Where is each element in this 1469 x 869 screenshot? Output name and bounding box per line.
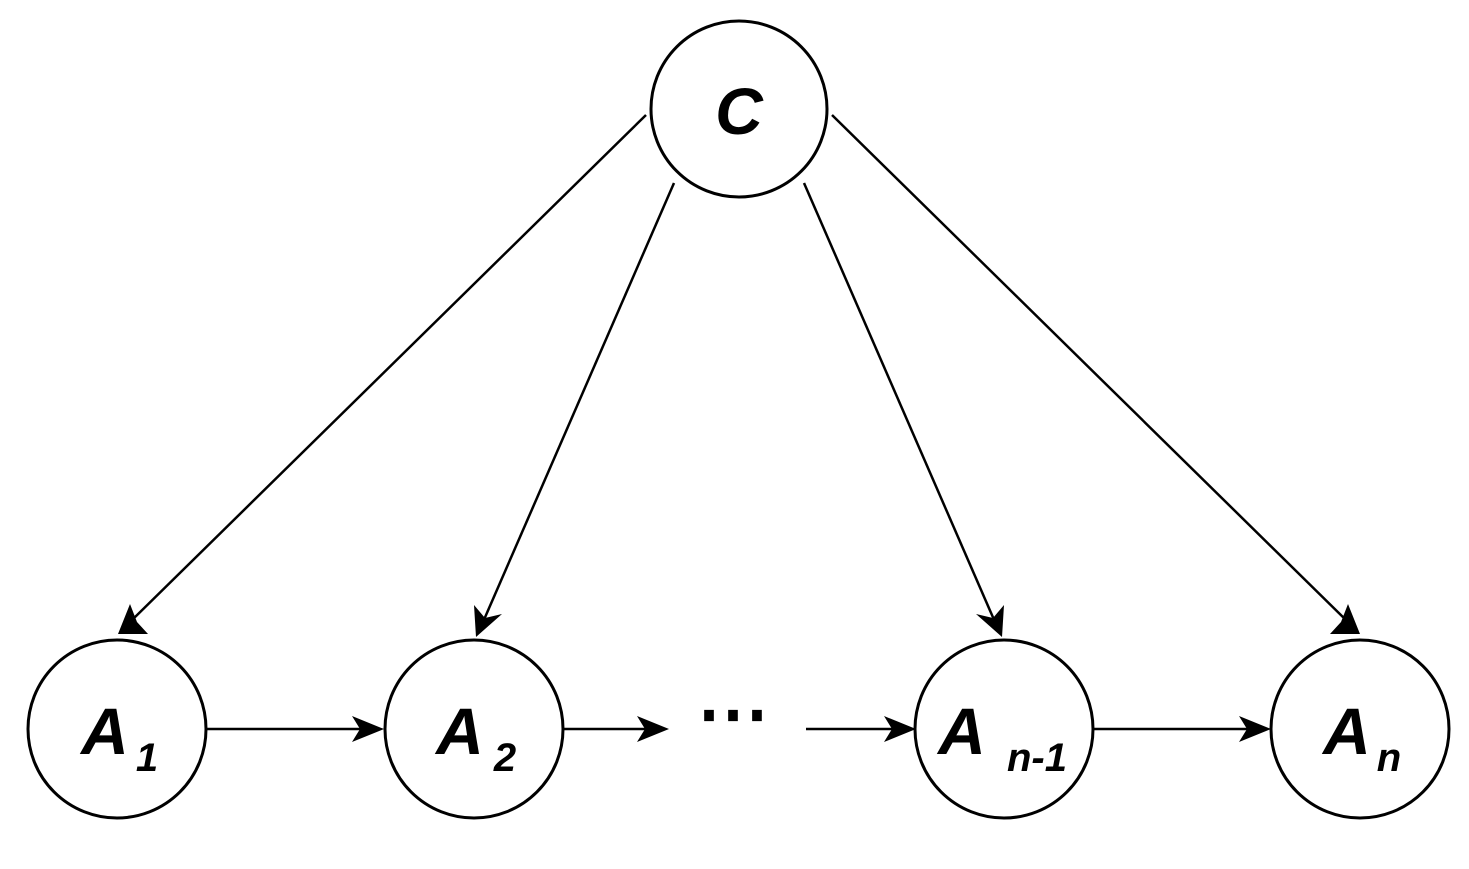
node-a2-subscript: 2 [493, 736, 516, 780]
arrowhead-c-a1 [118, 604, 148, 634]
node-a2: A 2 [383, 638, 565, 820]
arrowhead-c-a2 [474, 605, 502, 637]
edge-a2-to-ellipsis [563, 716, 669, 742]
arrowhead-c-an [1330, 604, 1360, 634]
node-an: A n [1269, 638, 1451, 820]
edge-c-to-an [831, 114, 1360, 634]
node-an1: A n-1 [913, 638, 1095, 820]
arrowhead-a1-a2 [352, 716, 384, 742]
node-a1-label: A [79, 694, 129, 768]
node-an-label: A [1321, 694, 1371, 768]
node-a1-subscript: 1 [136, 736, 158, 780]
node-a1: A 1 [26, 638, 208, 820]
node-c-label: C [715, 74, 764, 148]
edge-c-to-an1 [802, 182, 1004, 637]
arrowhead-c-an1 [976, 605, 1004, 637]
edge-c-to-a1 [118, 114, 647, 634]
node-a2-label: A [434, 694, 484, 768]
edge-a1-to-a2 [206, 716, 384, 742]
ellipsis: ⋯ [697, 674, 769, 754]
edge-ellipsis-to-an1 [806, 716, 916, 742]
svg-text:A: A [1321, 694, 1371, 768]
arrowhead-an1-an [1239, 716, 1271, 742]
svg-text:A: A [434, 694, 484, 768]
node-c: C [649, 19, 829, 199]
arrowhead-ellipsis-an1 [884, 716, 916, 742]
node-an1-label: A [936, 694, 986, 768]
node-an1-subscript: n-1 [1007, 736, 1067, 780]
edge-c-to-a2 [474, 182, 676, 637]
svg-text:A: A [936, 694, 986, 768]
node-an-subscript: n [1377, 736, 1401, 780]
arrowhead-a2-ellipsis [637, 716, 669, 742]
svg-text:A: A [79, 694, 129, 768]
edge-an1-to-an [1094, 716, 1271, 742]
